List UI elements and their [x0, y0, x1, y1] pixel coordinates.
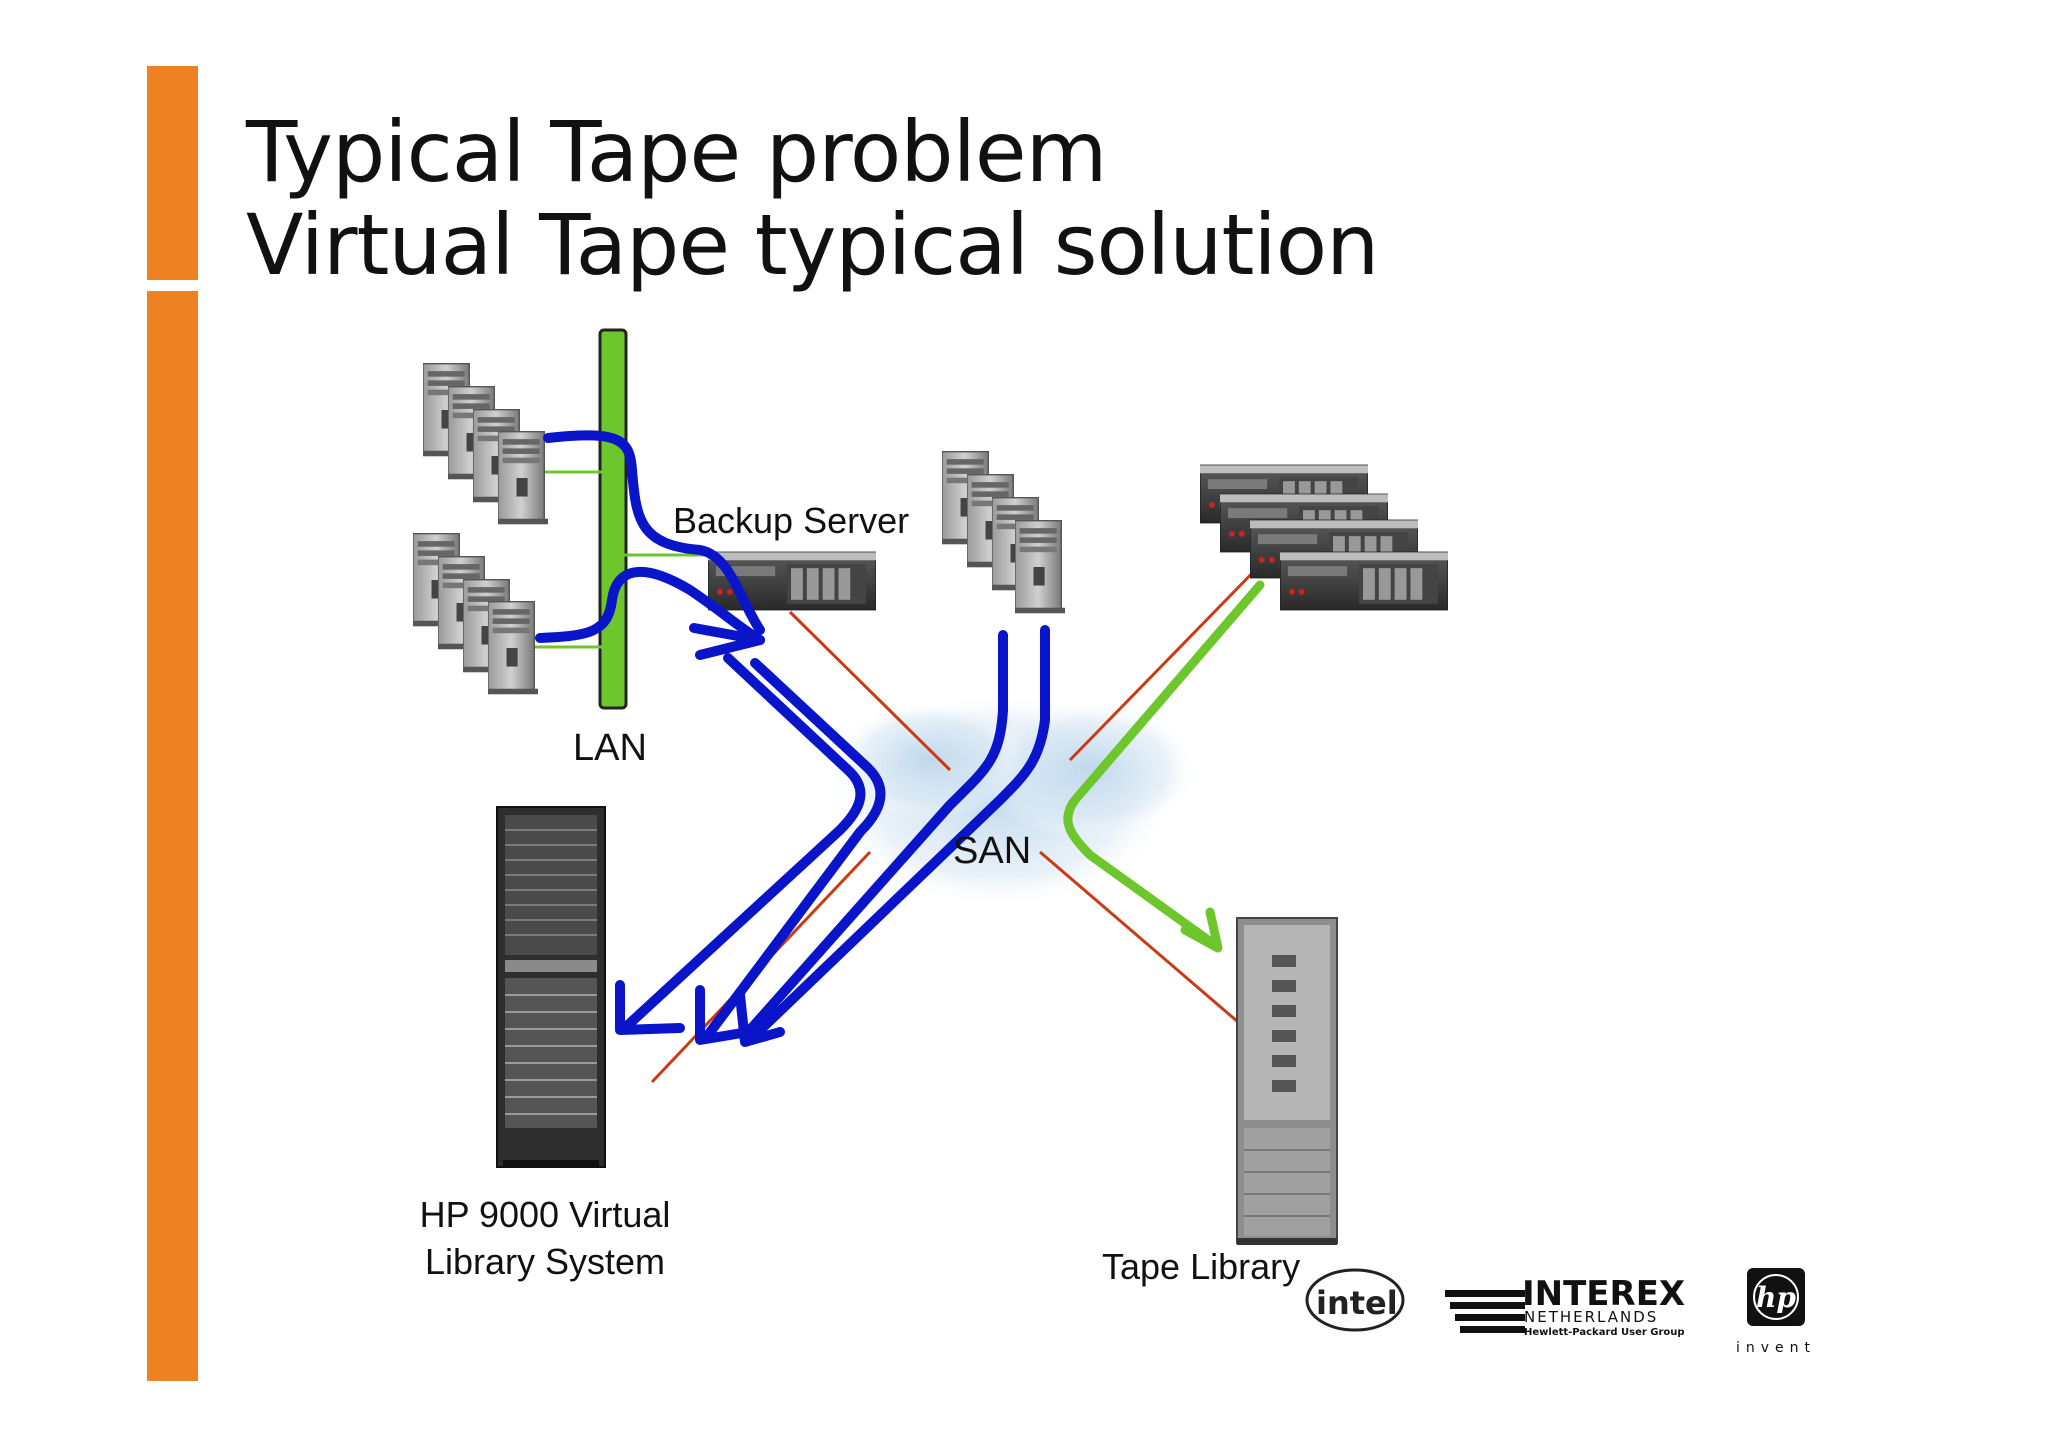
- san-label: SAN: [953, 830, 1031, 872]
- client-server-group-3: [942, 450, 1065, 615]
- accent-bar-top: [147, 66, 198, 280]
- svg-text:invent: invent: [1736, 1340, 1816, 1356]
- virtual-library-label-line-2: Library System: [425, 1241, 665, 1282]
- interex-logo: INTEREX NETHERLANDS Hewlett-Packard User…: [1445, 1274, 1685, 1338]
- backup-server-label: Backup Server: [673, 500, 909, 541]
- tape-library-label: Tape Library: [1102, 1246, 1300, 1287]
- svg-text:intel: intel: [1316, 1284, 1398, 1322]
- svg-text:INTEREX: INTEREX: [1522, 1274, 1685, 1314]
- client-server-group-2: [413, 532, 538, 696]
- client-server-group-1: [423, 362, 548, 526]
- tape-library-rack: [1236, 917, 1338, 1245]
- slide-title-line-1: Typical Tape problem: [246, 103, 1107, 201]
- svg-text:hp: hp: [1756, 1281, 1796, 1314]
- svg-text:Hewlett-Packard User Group: Hewlett-Packard User Group: [1524, 1327, 1685, 1338]
- lan-bus: [598, 328, 628, 710]
- svg-text:NETHERLANDS: NETHERLANDS: [1524, 1308, 1658, 1326]
- virtual-library-label-line-1: HP 9000 Virtual: [420, 1194, 671, 1235]
- virtual-library-rack: [496, 806, 606, 1168]
- hp-logo: hp invent: [1736, 1268, 1816, 1356]
- green-data-flow: [1063, 580, 1265, 953]
- accent-bar-bottom: [147, 291, 198, 1381]
- intel-logo: intel: [1305, 1268, 1405, 1332]
- lan-label: LAN: [573, 727, 647, 769]
- blue-data-flow: [535, 430, 1050, 1047]
- slide-title-line-2: Virtual Tape typical solution: [246, 196, 1379, 294]
